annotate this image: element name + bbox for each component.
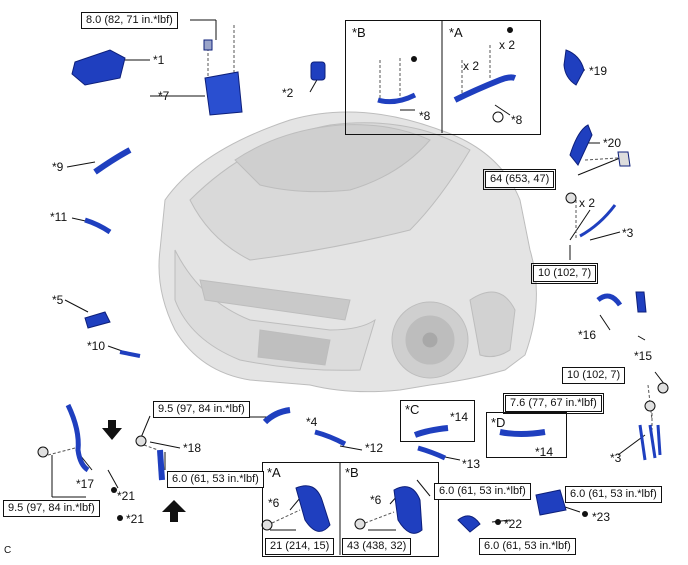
panel-label-mid-c: *C [405,402,420,417]
part-bolt-large [617,151,631,167]
torque-spec-43: 43 (438, 32) [342,538,412,555]
part-harness-12 [314,429,347,447]
callout-13: *13 [462,457,481,471]
callout-5: *5 [52,293,64,307]
panel-bottom-ab [262,462,439,557]
part-harness-14d [499,429,546,437]
torque-spec-6-0-a: 6.0 (61, 53 in.*lbf) [167,471,264,488]
part-hose-6b [393,486,423,534]
callout-18: *18 [183,441,202,455]
callout-7: *7 [158,89,170,103]
part-harness-4 [262,407,291,425]
panel-top-ab [345,20,541,135]
callout-9: *9 [52,160,64,174]
callout-16: *16 [578,328,597,342]
callout-8b: *8 [419,109,431,123]
callout-x2-top-a: x 2 [499,38,516,52]
part-bolt-top [203,39,213,51]
part-harness-16 [596,293,623,307]
part-bracket-module [204,71,243,116]
part-harness-8b [377,92,417,105]
callout-21-b: *21 [126,512,145,526]
part-clip-2 [310,61,326,81]
panel-mid-c [400,400,475,442]
callout-14-d: *14 [535,445,554,459]
bullet-dots [111,27,588,525]
part-harness-18 [157,449,165,481]
part-canister-23 [535,489,567,516]
callout-23: *23 [592,510,611,524]
car-illustration [158,111,537,393]
panel-label-bottom-a: *A [267,465,281,480]
panel-label-top-a: *A [449,25,463,40]
part-harness-9 [93,147,132,175]
torque-spec-6-0-b: 6.0 (61, 53 in.*lbf) [434,483,531,500]
callout-3-upper: *3 [622,226,634,240]
figure-code: C [4,545,12,556]
callout-20: *20 [603,136,622,150]
callout-8a: *8 [511,113,523,127]
part-washer [492,111,504,123]
part-arrow-down [102,420,122,440]
callout-x2-right: x 2 [579,196,596,210]
callout-15: *15 [634,349,653,363]
callout-11: *11 [50,210,68,224]
callout-3-lower: *3 [610,451,622,465]
callout-19: *19 [589,64,608,78]
part-ecu-box [71,49,126,86]
torque-spec-7-6: 7.6 (77, 67 in.*lbf) [503,393,604,414]
torque-spec-6-0-d: 6.0 (61, 53 in.*lbf) [479,538,576,555]
part-harness-8a [453,74,517,103]
callout-x2-top-b: x 2 [463,59,480,73]
torque-spec-10-upper: 10 (102, 7) [530,263,599,284]
callout-1: *1 [153,53,165,67]
panel-mid-d [486,412,567,458]
callout-17: *17 [76,477,95,491]
callout-2: *2 [282,86,294,100]
part-sensor-20 [569,124,593,166]
panel-label-top-b: *B [352,25,366,40]
callout-21-a: *21 [117,489,136,503]
torque-spec-21: 21 (214, 15) [265,538,335,555]
part-harness-11 [84,217,112,235]
panel-label-bottom-b: *B [345,465,359,480]
part-tube-5 [84,311,111,329]
part-harness-14c [413,425,449,438]
callout-6-a: *6 [268,496,280,510]
torque-spec-9-5-lower: 9.5 (97, 84 in.*lbf) [3,500,100,517]
dashed-assembly-lines [47,25,653,524]
part-harness-10 [119,350,141,358]
callout-4: *4 [306,415,318,429]
callout-22: *22 [504,517,523,531]
part-arrow-up [162,500,186,522]
torque-spec-64: 64 (653, 47) [482,169,557,190]
callout-12: *12 [365,441,384,455]
torque-spec-10-lower: 10 (102, 7) [562,367,626,384]
callout-14-c: *14 [450,410,469,424]
part-hose-6a [295,485,331,532]
callout-6-b: *6 [370,493,382,507]
part-connector-15 [635,291,647,313]
part-bracket-19 [563,49,585,86]
callout-10: *10 [87,339,106,353]
part-harness-13 [417,445,447,461]
torque-spec-9-5-upper: 9.5 (97, 84 in.*lbf) [153,401,250,418]
part-harness-3b [638,424,662,461]
part-harness-3a [579,204,617,238]
parts [65,39,662,534]
screws [37,192,669,531]
panel-label-mid-d: *D [491,415,506,430]
torque-spec-6-0-c: 6.0 (61, 53 in.*lbf) [565,486,662,503]
part-hose-22 [457,515,481,533]
part-harness-17 [65,403,90,473]
torque-spec-top: 8.0 (82, 71 in.*lbf) [81,12,178,29]
